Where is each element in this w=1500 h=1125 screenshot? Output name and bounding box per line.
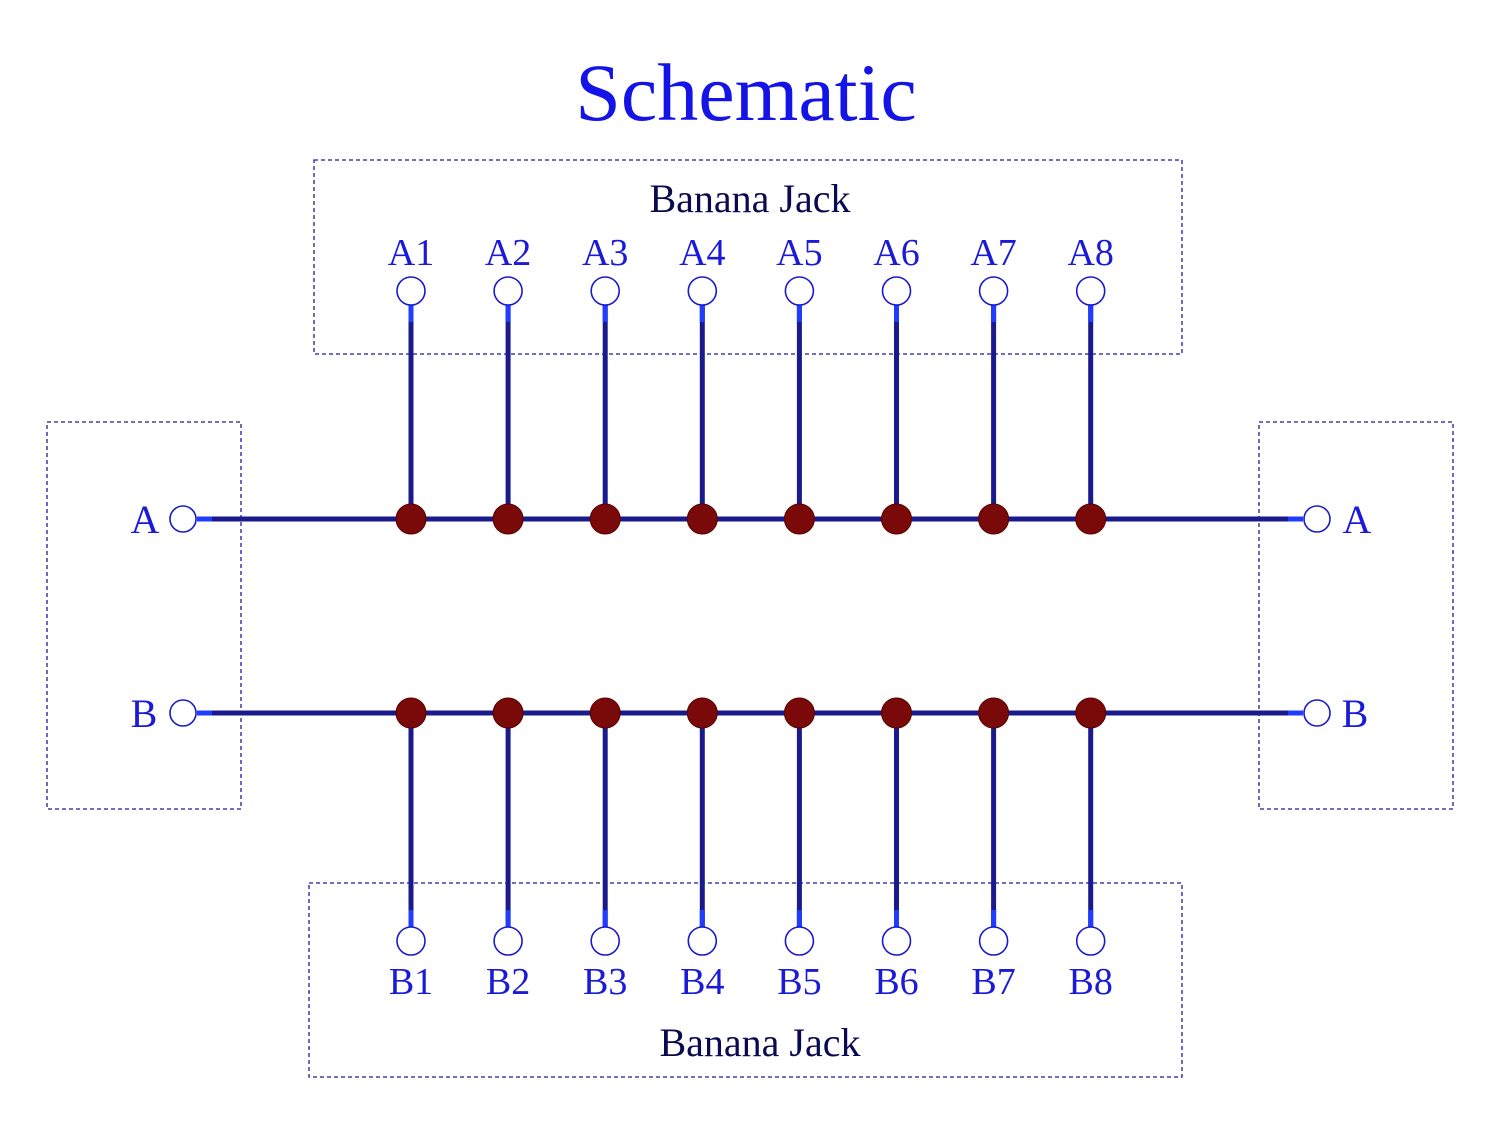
terminal-b1 [396, 926, 426, 956]
terminal-b3 [590, 926, 621, 956]
junction-b4 [686, 697, 718, 729]
terminal-a5 [784, 276, 815, 306]
junction-b6 [881, 697, 912, 729]
terminal-a1 [396, 276, 426, 306]
terminal-a8 [1075, 276, 1106, 306]
bottom-connector-label: Banana Jack [659, 1020, 860, 1065]
left-terminal-b [169, 699, 197, 727]
junction-a5 [783, 503, 815, 535]
pin-label-b8: B8 [1069, 961, 1113, 1003]
bottom-connector-box [308, 882, 1183, 1078]
junction-b2 [492, 697, 524, 729]
pin-label-a3: A3 [582, 232, 628, 274]
junction-a8 [1075, 503, 1107, 535]
junction-a4 [686, 503, 718, 535]
right-terminal-a [1303, 505, 1331, 533]
pin-label-a5: A5 [776, 232, 822, 274]
left-connector-box [46, 421, 242, 810]
junction-b3 [589, 697, 621, 729]
junction-a2 [492, 503, 524, 535]
junction-a1 [395, 503, 427, 535]
pin-label-b1: B1 [389, 961, 433, 1003]
pin-label-b6: B6 [874, 961, 918, 1003]
page-title: Schematic [575, 47, 917, 138]
pin-label-a8: A8 [1067, 232, 1113, 274]
pin-label-a6: A6 [873, 232, 919, 274]
terminal-a4 [687, 276, 718, 306]
top-connector-label: Banana Jack [649, 176, 850, 221]
junction-b8 [1075, 697, 1107, 729]
pin-label-b3: B3 [583, 961, 627, 1003]
junction-a3 [589, 503, 621, 535]
terminal-a2 [493, 276, 523, 306]
top-connector-box [313, 159, 1183, 355]
left-terminal-a [169, 505, 197, 533]
junction-b1 [395, 697, 427, 729]
right-terminal-b-label: B [1342, 691, 1369, 736]
terminal-b4 [687, 926, 718, 956]
terminal-a7 [978, 276, 1009, 306]
pin-label-b2: B2 [486, 961, 530, 1003]
terminal-a3 [590, 276, 621, 306]
pin-label-b7: B7 [971, 961, 1015, 1003]
terminal-b5 [784, 926, 815, 956]
terminal-b2 [493, 926, 523, 956]
terminal-b8 [1075, 926, 1106, 956]
terminal-b7 [978, 926, 1009, 956]
bottom-pin-group: B1 B2 B3 B4 B5 B6 B7 B8 [389, 697, 1113, 1003]
junction-b7 [978, 697, 1010, 729]
pin-label-a7: A7 [970, 232, 1016, 274]
terminal-a6 [881, 276, 912, 306]
left-terminal-b-label: B [131, 691, 158, 736]
pin-label-b4: B4 [680, 961, 724, 1003]
terminal-b6 [881, 926, 912, 956]
top-pin-group: A1 A2 A3 A4 A5 A6 A7 A8 [388, 232, 1114, 535]
right-connector-box [1258, 421, 1454, 810]
right-terminal-b [1303, 699, 1331, 727]
pin-label-a4: A4 [679, 232, 725, 274]
pin-label-b5: B5 [777, 961, 821, 1003]
left-terminal-a-label: A [131, 497, 160, 542]
junction-a6 [881, 503, 912, 535]
pin-label-a2: A2 [485, 232, 531, 274]
junction-b5 [783, 697, 815, 729]
right-terminal-a-label: A [1343, 497, 1372, 542]
junction-a7 [978, 503, 1010, 535]
pin-label-a1: A1 [388, 232, 434, 274]
